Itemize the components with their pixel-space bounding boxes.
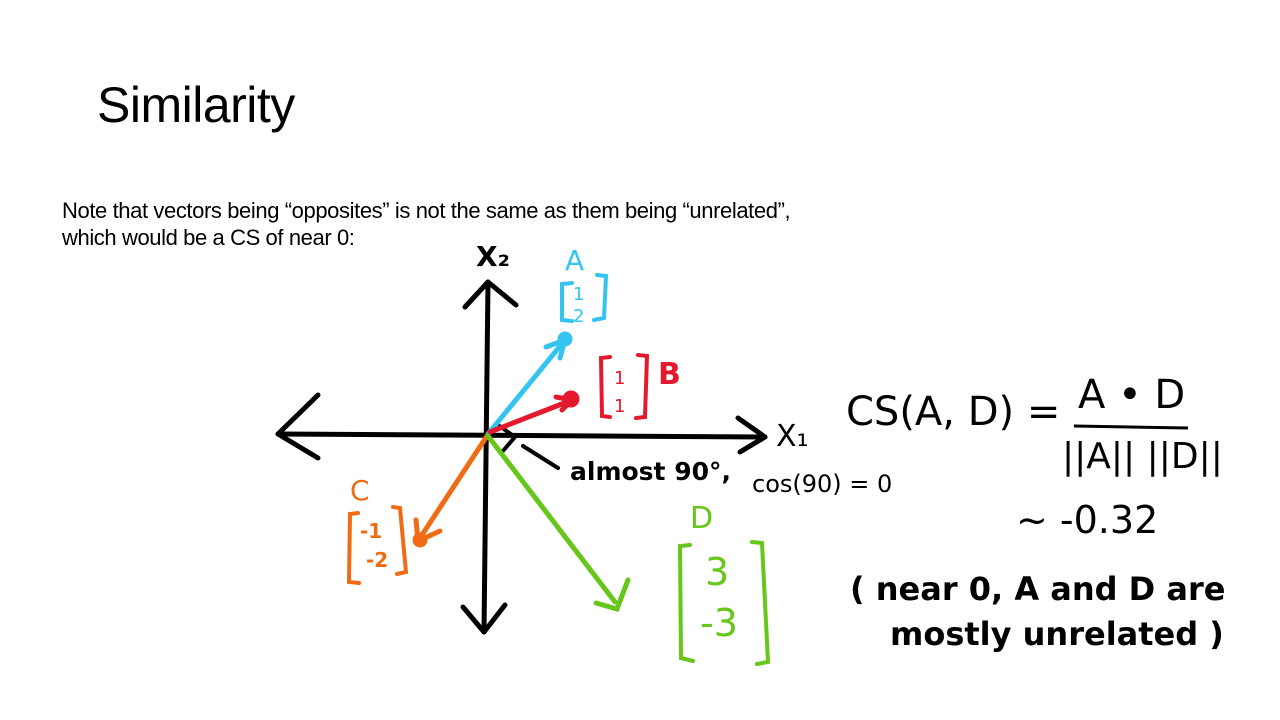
body-line-2: which would be a CS of near 0: <box>62 225 355 250</box>
vector-b-label: B <box>658 357 681 392</box>
y-axis-down-arrow-icon <box>460 602 508 635</box>
y-axis-line <box>481 279 491 635</box>
vector-c <box>346 433 490 585</box>
vector-a-label: A <box>565 244 584 277</box>
formula-denominator: ||A|| ||D|| <box>1062 436 1223 477</box>
x-axis-line <box>275 431 768 440</box>
formula-numerator: A • D <box>1078 372 1185 418</box>
cos-note: cos(90) = 0 <box>752 470 892 498</box>
y-axis-label: X₂ <box>476 240 510 273</box>
vector-b <box>487 353 650 435</box>
vector-a <box>485 273 609 437</box>
vector-b-value-1: 1 <box>614 368 625 389</box>
formula-note-2: mostly unrelated ) <box>890 615 1224 653</box>
body-line-1: Note that vectors being “opposites” is n… <box>62 198 791 223</box>
vector-a-value-1: 1 <box>573 284 584 305</box>
x-axis-label: X₁ <box>776 419 809 454</box>
axes <box>275 279 768 635</box>
vector-b-value-2: 1 <box>614 396 625 417</box>
slide-body: Note that vectors being “opposites” is n… <box>62 197 791 251</box>
vector-d-label: D <box>690 501 713 536</box>
vector-c-value-1: -1 <box>360 519 382 543</box>
x-axis-right-arrow-icon <box>735 415 768 455</box>
y-axis-up-arrow-icon <box>462 279 519 310</box>
vector-d-value-1: 3 <box>705 550 729 594</box>
vector-d <box>485 433 771 666</box>
x-axis-left-arrow-icon <box>275 392 321 461</box>
angle-pointer-line <box>521 444 560 470</box>
vector-a-value-2: 2 <box>573 306 584 327</box>
vector-c-value-2: -2 <box>366 548 388 572</box>
formula-lhs: CS(A, D) = <box>846 389 1060 435</box>
formula-note-1: ( near 0, A and D are <box>850 570 1225 608</box>
slide-title: Similarity <box>97 77 295 133</box>
formula-approx: ~ -0.32 <box>1016 498 1158 542</box>
angle-note: almost 90°, <box>570 457 731 486</box>
fraction-bar <box>1073 424 1189 430</box>
vector-d-value-2: -3 <box>700 601 738 645</box>
vector-c-label: C <box>350 474 370 507</box>
